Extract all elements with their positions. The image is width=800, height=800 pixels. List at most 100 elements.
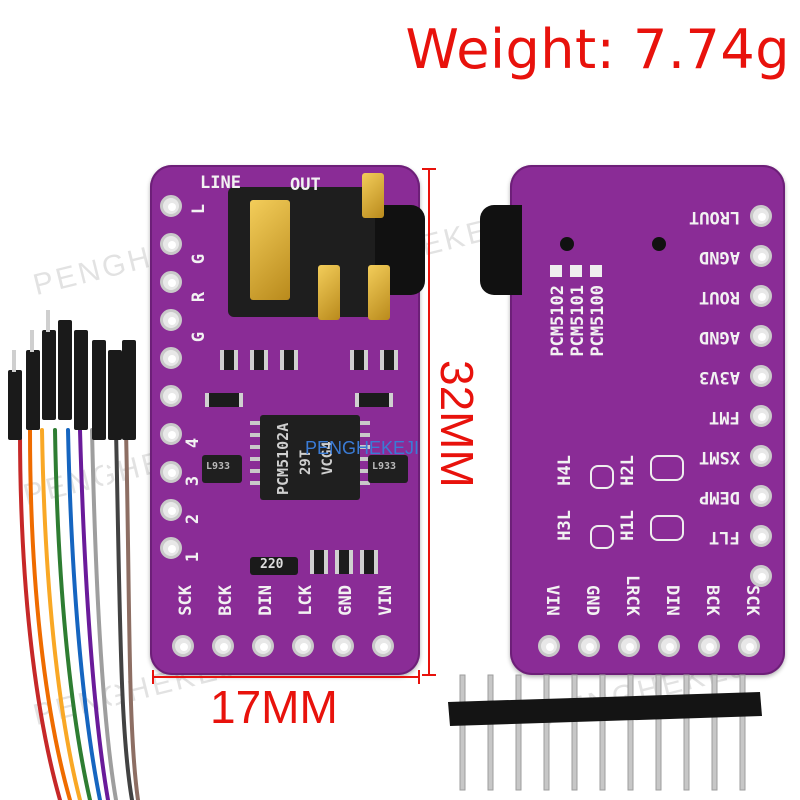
pin-label-xsmt: XSMT xyxy=(699,447,740,467)
pin-label-g: G xyxy=(189,331,210,343)
pin-label-lck: LCK xyxy=(296,585,316,616)
chip-pin xyxy=(360,421,370,425)
jumper-label: H4L xyxy=(555,455,575,486)
pin-pad xyxy=(750,245,772,267)
chip-pin xyxy=(360,469,370,473)
chip-pin xyxy=(360,445,370,449)
pin-label-2: 2 xyxy=(183,513,204,525)
audio-jack-socket xyxy=(480,205,522,295)
pin-pad xyxy=(160,271,182,293)
dimension-tick xyxy=(152,670,154,684)
variant-checkbox xyxy=(590,265,602,277)
variant-checkbox xyxy=(570,265,582,277)
chip-pin xyxy=(250,457,260,461)
pin-pad xyxy=(750,205,772,227)
regulator-chip: L933 xyxy=(368,455,408,483)
pin-label-gnd: GND xyxy=(336,585,356,616)
smd-resistor xyxy=(355,393,393,407)
pin-label-a3v3: A3V3 xyxy=(699,367,740,387)
jack-contact xyxy=(368,265,390,320)
smd-capacitor xyxy=(360,550,378,574)
pin-pad xyxy=(750,285,772,307)
variant-label: PCM5101 xyxy=(568,285,588,357)
pin-label-bck: BCK xyxy=(216,585,236,616)
chip-pin xyxy=(250,445,260,449)
smd-capacitor xyxy=(310,550,328,574)
pin-label-din: DIN xyxy=(662,585,682,616)
solder-jumper xyxy=(650,515,684,541)
front-board: LINE OUT L G R G 4 3 2 1 PCM5102A 29T VC… xyxy=(150,165,425,675)
dimension-tick xyxy=(418,670,420,684)
pin-label-vin: VIN xyxy=(542,585,562,616)
pin-label-gnd: GND xyxy=(582,585,602,616)
pin-pad xyxy=(160,309,182,331)
smd-resistor xyxy=(205,393,243,407)
solder-jumper xyxy=(650,455,684,481)
jumper-wires-image xyxy=(8,310,140,800)
pin-pad xyxy=(160,385,182,407)
pin-pad xyxy=(750,565,772,587)
mounting-hole xyxy=(560,237,574,251)
regulator-chip: L933 xyxy=(202,455,242,483)
pin-pad xyxy=(160,347,182,369)
pin-pad xyxy=(750,485,772,507)
pin-label-g: G xyxy=(189,253,210,265)
solder-jumper xyxy=(590,525,614,549)
smd-capacitor xyxy=(250,350,268,370)
chip-pin xyxy=(360,433,370,437)
pin-pad xyxy=(160,499,182,521)
chip-pin xyxy=(250,421,260,425)
mounting-hole xyxy=(652,237,666,251)
jumper-label: H2L xyxy=(618,455,638,486)
pin-label-4: 4 xyxy=(183,437,204,449)
back-board: LROUT AGND ROUT AGND A3V3 FMT XSMT DEMP … xyxy=(480,165,785,675)
pin-pad xyxy=(212,635,234,657)
smd-capacitor xyxy=(220,350,238,370)
jack-contact xyxy=(250,200,290,300)
regulator-label: L933 xyxy=(372,461,397,472)
width-label: 17MM xyxy=(210,681,338,733)
pin-pad xyxy=(252,635,274,657)
dimension-tick xyxy=(422,674,436,676)
line-label: LINE xyxy=(200,173,241,193)
height-dimension-line xyxy=(428,168,430,676)
pin-pad xyxy=(292,635,314,657)
pin-pad xyxy=(750,525,772,547)
pin-pad xyxy=(738,635,760,657)
variant-label: PCM5100 xyxy=(588,285,608,357)
variant-checkbox xyxy=(550,265,562,277)
pin-pad xyxy=(750,405,772,427)
pin-header-image xyxy=(448,674,762,791)
pin-pad xyxy=(160,537,182,559)
smd-capacitor xyxy=(380,350,398,370)
pin-label-demp: DEMP xyxy=(699,487,740,507)
pin-label-sck: SCK xyxy=(176,585,196,616)
resistor-network: 220 xyxy=(250,557,298,575)
pin-pad xyxy=(698,635,720,657)
pin-pad xyxy=(160,195,182,217)
smd-capacitor xyxy=(350,350,368,370)
pin-label-l: L xyxy=(189,203,210,215)
solder-jumper xyxy=(590,465,614,489)
pin-pad xyxy=(160,423,182,445)
pin-label-fmt: FMT xyxy=(709,407,740,427)
smd-capacitor xyxy=(280,350,298,370)
pin-label-bck: BCK xyxy=(702,585,722,616)
jack-contact xyxy=(362,173,384,218)
pin-pad xyxy=(372,635,394,657)
chip-pin xyxy=(250,469,260,473)
pin-pad xyxy=(160,233,182,255)
variant-label: PCM5102 xyxy=(548,285,568,357)
pin-label-3: 3 xyxy=(183,475,204,487)
pin-label-din: DIN xyxy=(256,585,276,616)
pin-label-r: R xyxy=(189,291,210,303)
resistor-label: 220 xyxy=(260,557,284,572)
chip-pin xyxy=(360,481,370,485)
chip-label: PCM5102A xyxy=(274,422,292,495)
width-dimension-line xyxy=(152,676,420,678)
weight-title: Weight: 7.74g xyxy=(405,18,790,81)
chip-pin xyxy=(250,433,260,437)
pin-pad xyxy=(538,635,560,657)
pin-label-agnd: AGND xyxy=(699,247,740,267)
pin-pad xyxy=(750,445,772,467)
